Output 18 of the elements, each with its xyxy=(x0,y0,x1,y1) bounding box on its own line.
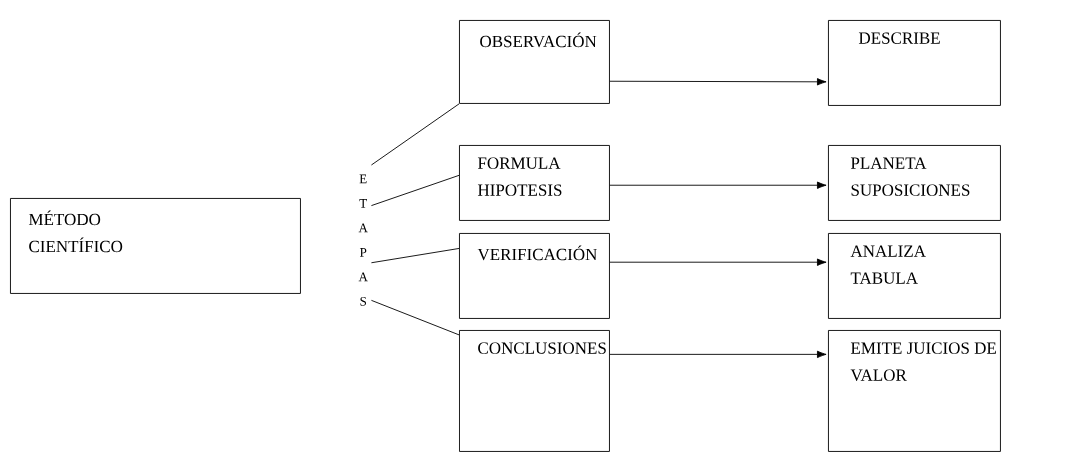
connector-line xyxy=(370,248,460,264)
process-box: DESCRIBE xyxy=(828,20,1001,106)
arrow xyxy=(609,258,827,266)
arrow xyxy=(609,181,827,189)
process-box: PLANETA SUPOSICIONES xyxy=(828,145,1001,221)
process-box: VERIFICACIÓN xyxy=(459,233,610,319)
process-box: ANALIZA TABULA xyxy=(828,233,1001,319)
arrow xyxy=(609,350,827,359)
process-box: MÉTODO CIENTÍFICO xyxy=(10,198,301,294)
process-box: CONCLUSIONES xyxy=(459,330,610,452)
vertical-label: E T A P A S xyxy=(358,174,368,306)
process-box: FORMULA HIPOTESIS xyxy=(459,145,610,221)
process-box: EMITE JUICIOS DE VALOR xyxy=(828,330,1001,452)
connector-line xyxy=(370,174,460,207)
connector-line xyxy=(370,299,460,336)
connector-line xyxy=(370,103,460,166)
process-box: OBSERVACIÓN xyxy=(459,20,610,104)
arrow xyxy=(609,78,827,86)
